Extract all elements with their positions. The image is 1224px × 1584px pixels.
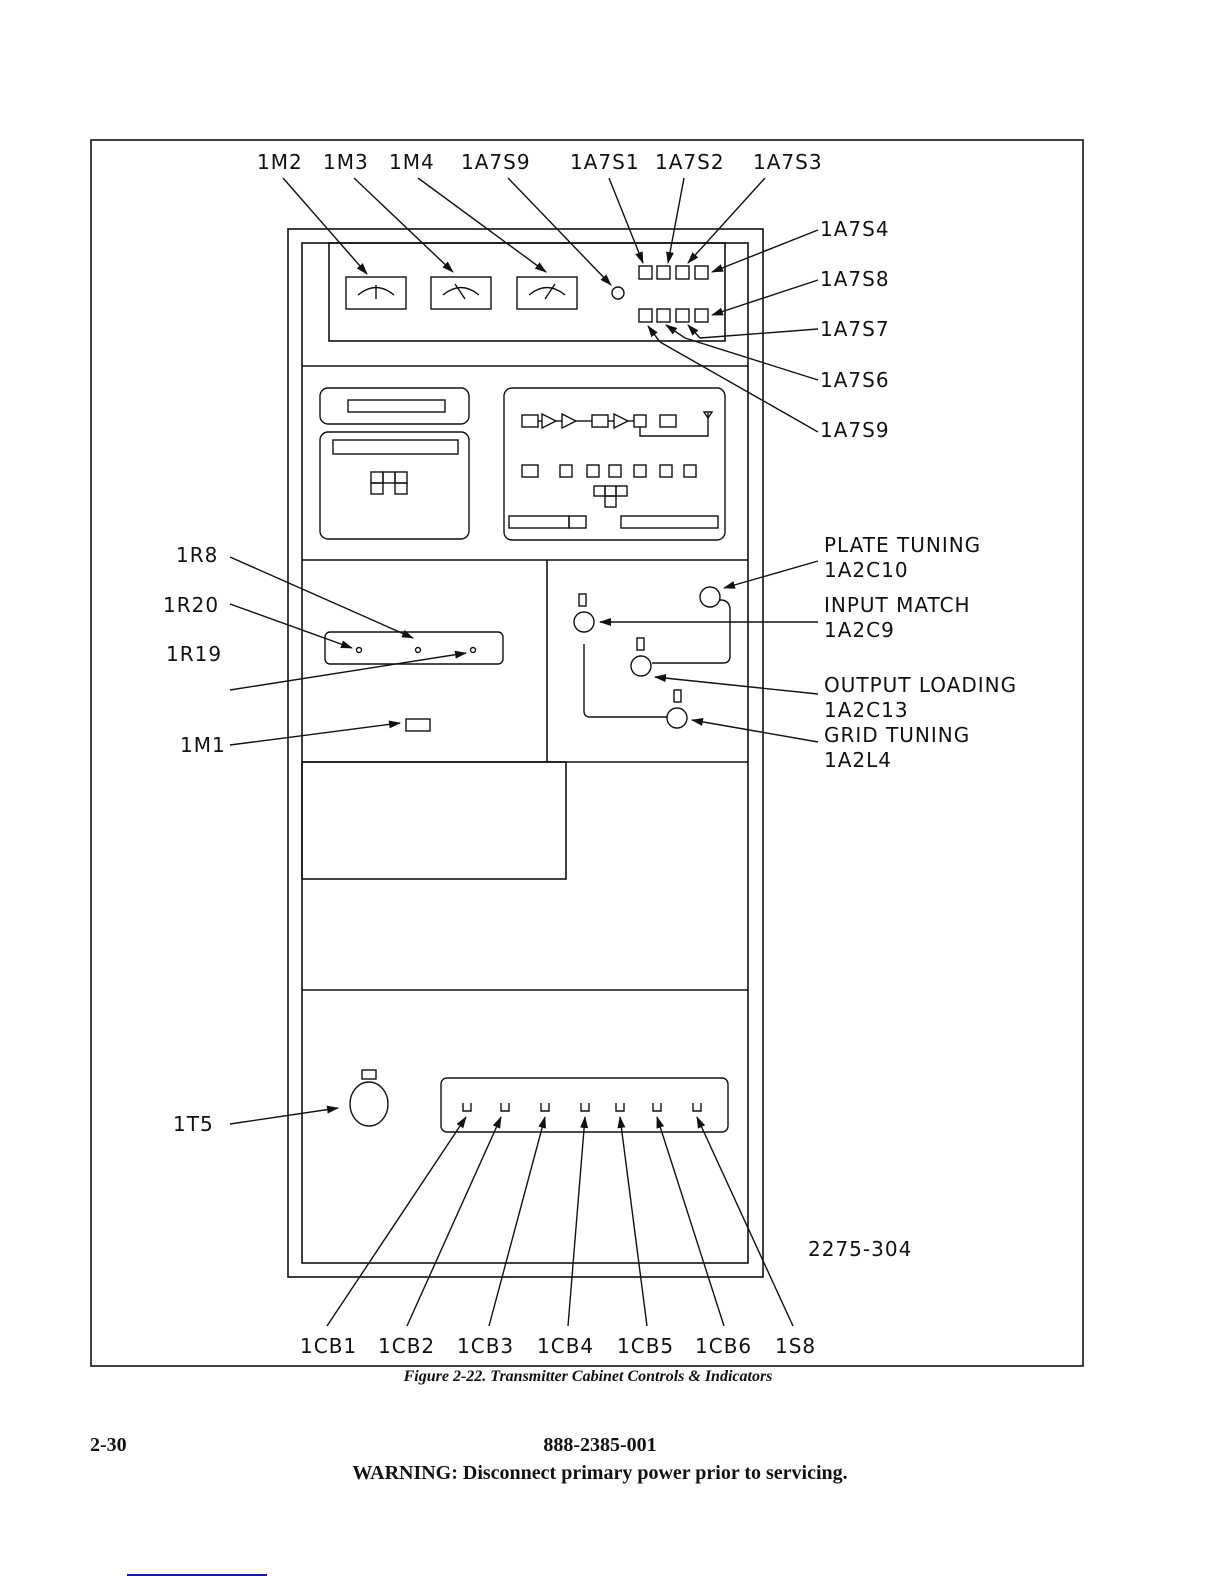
meter-1m3 [430, 276, 492, 310]
callout-input-match-name: INPUT MATCH [824, 593, 971, 617]
callout-1cb2: 1CB2 [378, 1334, 435, 1358]
knob-output-loading [630, 655, 652, 677]
blank-panel [301, 761, 567, 880]
callout-1m3: 1M3 [323, 150, 369, 174]
callout-1cb5: 1CB5 [617, 1334, 674, 1358]
breaker-1cb6 [652, 1103, 662, 1112]
pot-1r20 [355, 646, 363, 654]
pot-1r8 [414, 646, 422, 654]
callout-1a7s9-right: 1A7S9 [820, 418, 890, 442]
meter-1m1 [405, 718, 431, 732]
cabinet-outer [287, 228, 764, 1278]
switch-row-upper [638, 265, 709, 280]
leader-lines [229, 177, 819, 1327]
callout-1a7s2: 1A7S2 [655, 150, 725, 174]
callout-1r8: 1R8 [176, 543, 218, 567]
knob-grid-tuning [666, 707, 688, 729]
indicator-1a7s9 [611, 286, 625, 300]
tuning-controls [573, 586, 731, 729]
callout-input-match-ref: 1A2C9 [824, 618, 895, 642]
pot-1r19 [469, 646, 477, 654]
callout-output-loading-ref: 1A2C13 [824, 698, 909, 722]
callout-1a7s7: 1A7S7 [820, 317, 890, 341]
callout-1a7s3: 1A7S3 [753, 150, 823, 174]
callout-output-loading-name: OUTPUT LOADING [824, 673, 1017, 697]
breaker-panel [440, 1077, 729, 1133]
callout-1r20: 1R20 [163, 593, 219, 617]
figure-border [90, 139, 1084, 1367]
footer-rule [127, 1574, 267, 1576]
figure-caption: Figure 2-22. Transmitter Cabinet Control… [403, 1368, 773, 1385]
callout-1r19: 1R19 [166, 642, 222, 666]
cabinet-inner [301, 242, 749, 1264]
callout-1a7s6: 1A7S6 [820, 368, 890, 392]
breaker-1cb4 [580, 1103, 590, 1112]
callout-1t5: 1T5 [173, 1112, 214, 1136]
callout-1a7s8: 1A7S8 [820, 267, 890, 291]
switch-row-lower [638, 308, 709, 323]
callout-1m2: 1M2 [257, 150, 303, 174]
controller-section [319, 387, 726, 541]
callout-1cb6: 1CB6 [695, 1334, 752, 1358]
document-number: 888-2385-001 [543, 1434, 657, 1456]
warning-notice: WARNING: Disconnect primary power prior … [352, 1462, 848, 1484]
adjust-panel [324, 631, 504, 732]
callout-1s8: 1S8 [775, 1334, 816, 1358]
callout-grid-tuning-name: GRID TUNING [824, 723, 970, 747]
callout-1a7s9-top: 1A7S9 [461, 150, 531, 174]
drawing-number: 2275-304 [808, 1237, 912, 1261]
callout-1m1: 1M1 [180, 733, 226, 757]
knob-input-match [573, 611, 595, 633]
callout-1cb4: 1CB4 [537, 1334, 594, 1358]
meter-panel [302, 242, 748, 367]
callout-1cb1: 1CB1 [300, 1334, 357, 1358]
page-number: 2-30 [90, 1434, 127, 1456]
breaker-1cb3 [540, 1103, 550, 1112]
transformer-1t5 [349, 1081, 389, 1127]
callout-1cb3: 1CB3 [457, 1334, 514, 1358]
breaker-1cb2 [500, 1103, 510, 1112]
knob-plate-tuning [699, 586, 721, 608]
meter-1m4 [516, 276, 578, 310]
power-section [349, 1069, 729, 1133]
callout-grid-tuning-ref: 1A2L4 [824, 748, 892, 772]
callout-1a7s4: 1A7S4 [820, 217, 890, 241]
meter-1m2 [345, 276, 407, 310]
breaker-1s8 [692, 1103, 702, 1112]
callout-plate-tuning-name: PLATE TUNING [824, 533, 981, 557]
breaker-1cb1 [462, 1103, 472, 1112]
callout-plate-tuning-ref: 1A2C10 [824, 558, 909, 582]
callout-1a7s1: 1A7S1 [570, 150, 640, 174]
callout-1m4: 1M4 [389, 150, 435, 174]
breaker-1cb5 [615, 1103, 625, 1112]
